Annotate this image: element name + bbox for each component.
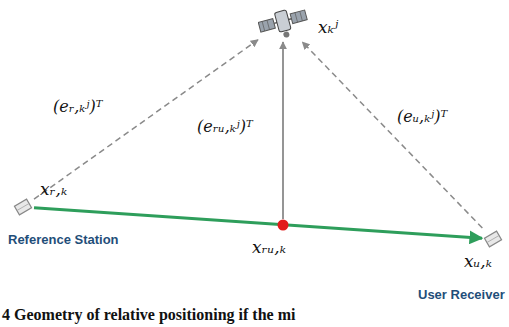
unit-vector-label: (eᵤ,ₖʲ)ᵀ <box>396 108 448 126</box>
unit-vector-label: (eᵣ,ₖʲ)ᵀ <box>52 98 103 116</box>
antenna-icon <box>12 196 34 218</box>
station-node: xᵤ,ₖUser Receiver <box>482 228 504 250</box>
line-of-sight <box>302 42 482 228</box>
station-name: Reference Station <box>8 232 119 247</box>
receiver-position: xᵤ,ₖ <box>464 252 492 271</box>
antenna-icon <box>482 228 504 250</box>
line-of-sight <box>34 40 258 199</box>
station-node: xᵣ,ₖReference Station <box>12 196 34 218</box>
satellite-node: xₖʲ <box>258 2 308 42</box>
unit-vector-label: (eᵣᵤ,ₖʲ)ᵀ <box>196 118 254 136</box>
midpoint-position: xᵣᵤ,ₖ <box>252 238 286 257</box>
figure-caption: 4 Geometry of relative positioning if th… <box>2 306 295 324</box>
midpoint-dot <box>277 219 289 231</box>
connector-line <box>282 42 284 219</box>
station-position: xᵣ,ₖ <box>40 180 67 199</box>
receiver-name: User Receiver <box>418 287 505 302</box>
satellite-icon <box>258 2 308 42</box>
dot-node: xᵣᵤ,ₖ <box>277 219 289 231</box>
satellite-position: xₖʲ <box>318 18 338 37</box>
